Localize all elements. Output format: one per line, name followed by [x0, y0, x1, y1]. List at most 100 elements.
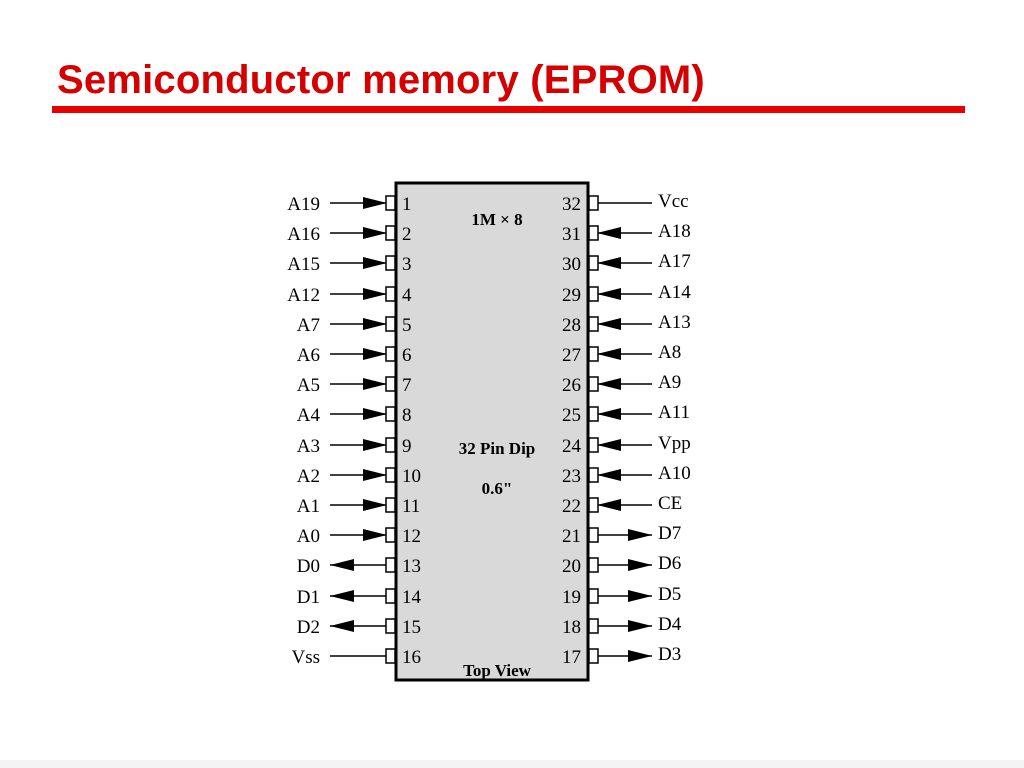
- signal-label-a13: A13: [658, 312, 691, 333]
- pin-number-1: 1: [402, 194, 412, 215]
- pin-pad: [588, 497, 599, 513]
- pin-pad: [385, 286, 396, 302]
- input-arrow-icon: [363, 439, 387, 451]
- signal-label-vss: Vss: [291, 647, 320, 668]
- signal-label-a17: A17: [658, 251, 691, 272]
- pin-pad: [588, 316, 599, 332]
- pin-pad: [588, 346, 599, 362]
- input-arrow-icon: [363, 348, 387, 360]
- pin-pad: [385, 195, 396, 211]
- pin-number-8: 8: [402, 405, 412, 426]
- pin-pad: [588, 286, 599, 302]
- pin-pad: [385, 467, 396, 483]
- input-arrow-icon: [597, 227, 621, 239]
- input-arrow-icon: [597, 378, 621, 390]
- pin-number-11: 11: [402, 496, 420, 517]
- pin-pad: [588, 376, 599, 392]
- pin-number-25: 25: [562, 405, 581, 426]
- signal-label-a18: A18: [658, 221, 691, 242]
- signal-label-a8: A8: [658, 342, 681, 363]
- signal-label-a2: A2: [297, 466, 320, 487]
- signal-label-a11: A11: [658, 402, 690, 423]
- pin-number-14: 14: [402, 587, 422, 608]
- pin-pad: [588, 225, 599, 241]
- signal-label-a4: A4: [297, 405, 321, 426]
- signal-label-a10: A10: [658, 463, 691, 484]
- signal-label-a3: A3: [297, 436, 320, 457]
- pin-number-15: 15: [402, 617, 421, 638]
- signal-label-a14: A14: [658, 282, 691, 303]
- pin-number-30: 30: [562, 254, 581, 275]
- output-arrow-icon: [330, 559, 354, 571]
- pin-number-28: 28: [562, 315, 581, 336]
- signal-label-a15: A15: [287, 254, 320, 275]
- chip-part-label: 1M × 8: [471, 210, 522, 229]
- pin-number-18: 18: [562, 617, 581, 638]
- output-arrow-icon: [330, 620, 354, 632]
- output-arrow-icon: [628, 650, 652, 662]
- pin-number-19: 19: [562, 587, 581, 608]
- input-arrow-icon: [597, 469, 621, 481]
- signal-label-a12: A12: [287, 285, 320, 306]
- pin-pad: [588, 255, 599, 271]
- pin-pad: [385, 255, 396, 271]
- signal-label-d0: D0: [297, 556, 320, 577]
- input-arrow-icon: [363, 469, 387, 481]
- output-arrow-icon: [330, 590, 354, 602]
- signal-label-a0: A0: [297, 526, 320, 547]
- pin-number-3: 3: [402, 254, 412, 275]
- chip-package-label: 32 Pin Dip: [459, 439, 536, 458]
- input-arrow-icon: [363, 257, 387, 269]
- signal-label-d6: D6: [658, 553, 681, 574]
- pin-number-5: 5: [402, 315, 412, 336]
- input-arrow-icon: [363, 288, 387, 300]
- pin-pad: [385, 406, 396, 422]
- pin-number-16: 16: [402, 647, 421, 668]
- input-arrow-icon: [597, 499, 621, 511]
- pin-number-7: 7: [402, 375, 412, 396]
- signal-label-d5: D5: [658, 584, 681, 605]
- pin-pad: [385, 618, 396, 634]
- pin-pad: [385, 376, 396, 392]
- pin-pad: [588, 588, 599, 604]
- input-arrow-icon: [363, 408, 387, 420]
- signal-label-d7: D7: [658, 523, 681, 544]
- signal-label-d4: D4: [658, 614, 682, 635]
- pin-number-27: 27: [562, 345, 581, 366]
- signal-label-a1: A1: [297, 496, 320, 517]
- signal-label-a19: A19: [287, 194, 320, 215]
- pin-pad: [385, 557, 396, 573]
- footer-band: [0, 760, 1024, 768]
- pin-number-10: 10: [402, 466, 421, 487]
- pin-number-22: 22: [562, 496, 581, 517]
- signal-label-vpp: Vpp: [658, 433, 691, 454]
- output-arrow-icon: [628, 590, 652, 602]
- input-arrow-icon: [597, 318, 621, 330]
- pin-pad: [385, 497, 396, 513]
- input-arrow-icon: [363, 378, 387, 390]
- pin-number-4: 4: [402, 285, 412, 306]
- input-arrow-icon: [363, 227, 387, 239]
- input-arrow-icon: [597, 288, 621, 300]
- signal-label-d1: D1: [297, 587, 320, 608]
- pin-number-24: 24: [562, 436, 582, 457]
- pin-pad: [385, 316, 396, 332]
- slide-title: Semiconductor memory (EPROM): [57, 58, 705, 102]
- title-underline: [52, 106, 965, 113]
- pin-pad: [385, 588, 396, 604]
- pin-pad: [385, 346, 396, 362]
- pin-number-20: 20: [562, 556, 581, 577]
- signal-label-a7: A7: [297, 315, 320, 336]
- pin-pad: [588, 527, 599, 543]
- chip-body: [394, 181, 590, 682]
- input-arrow-icon: [363, 318, 387, 330]
- pin-number-23: 23: [562, 466, 581, 487]
- pin-number-21: 21: [562, 526, 581, 547]
- input-arrow-icon: [597, 257, 621, 269]
- signal-label-d2: D2: [297, 617, 320, 638]
- pin-number-17: 17: [562, 647, 581, 668]
- pin-number-32: 32: [562, 194, 581, 215]
- pin-pad: [385, 225, 396, 241]
